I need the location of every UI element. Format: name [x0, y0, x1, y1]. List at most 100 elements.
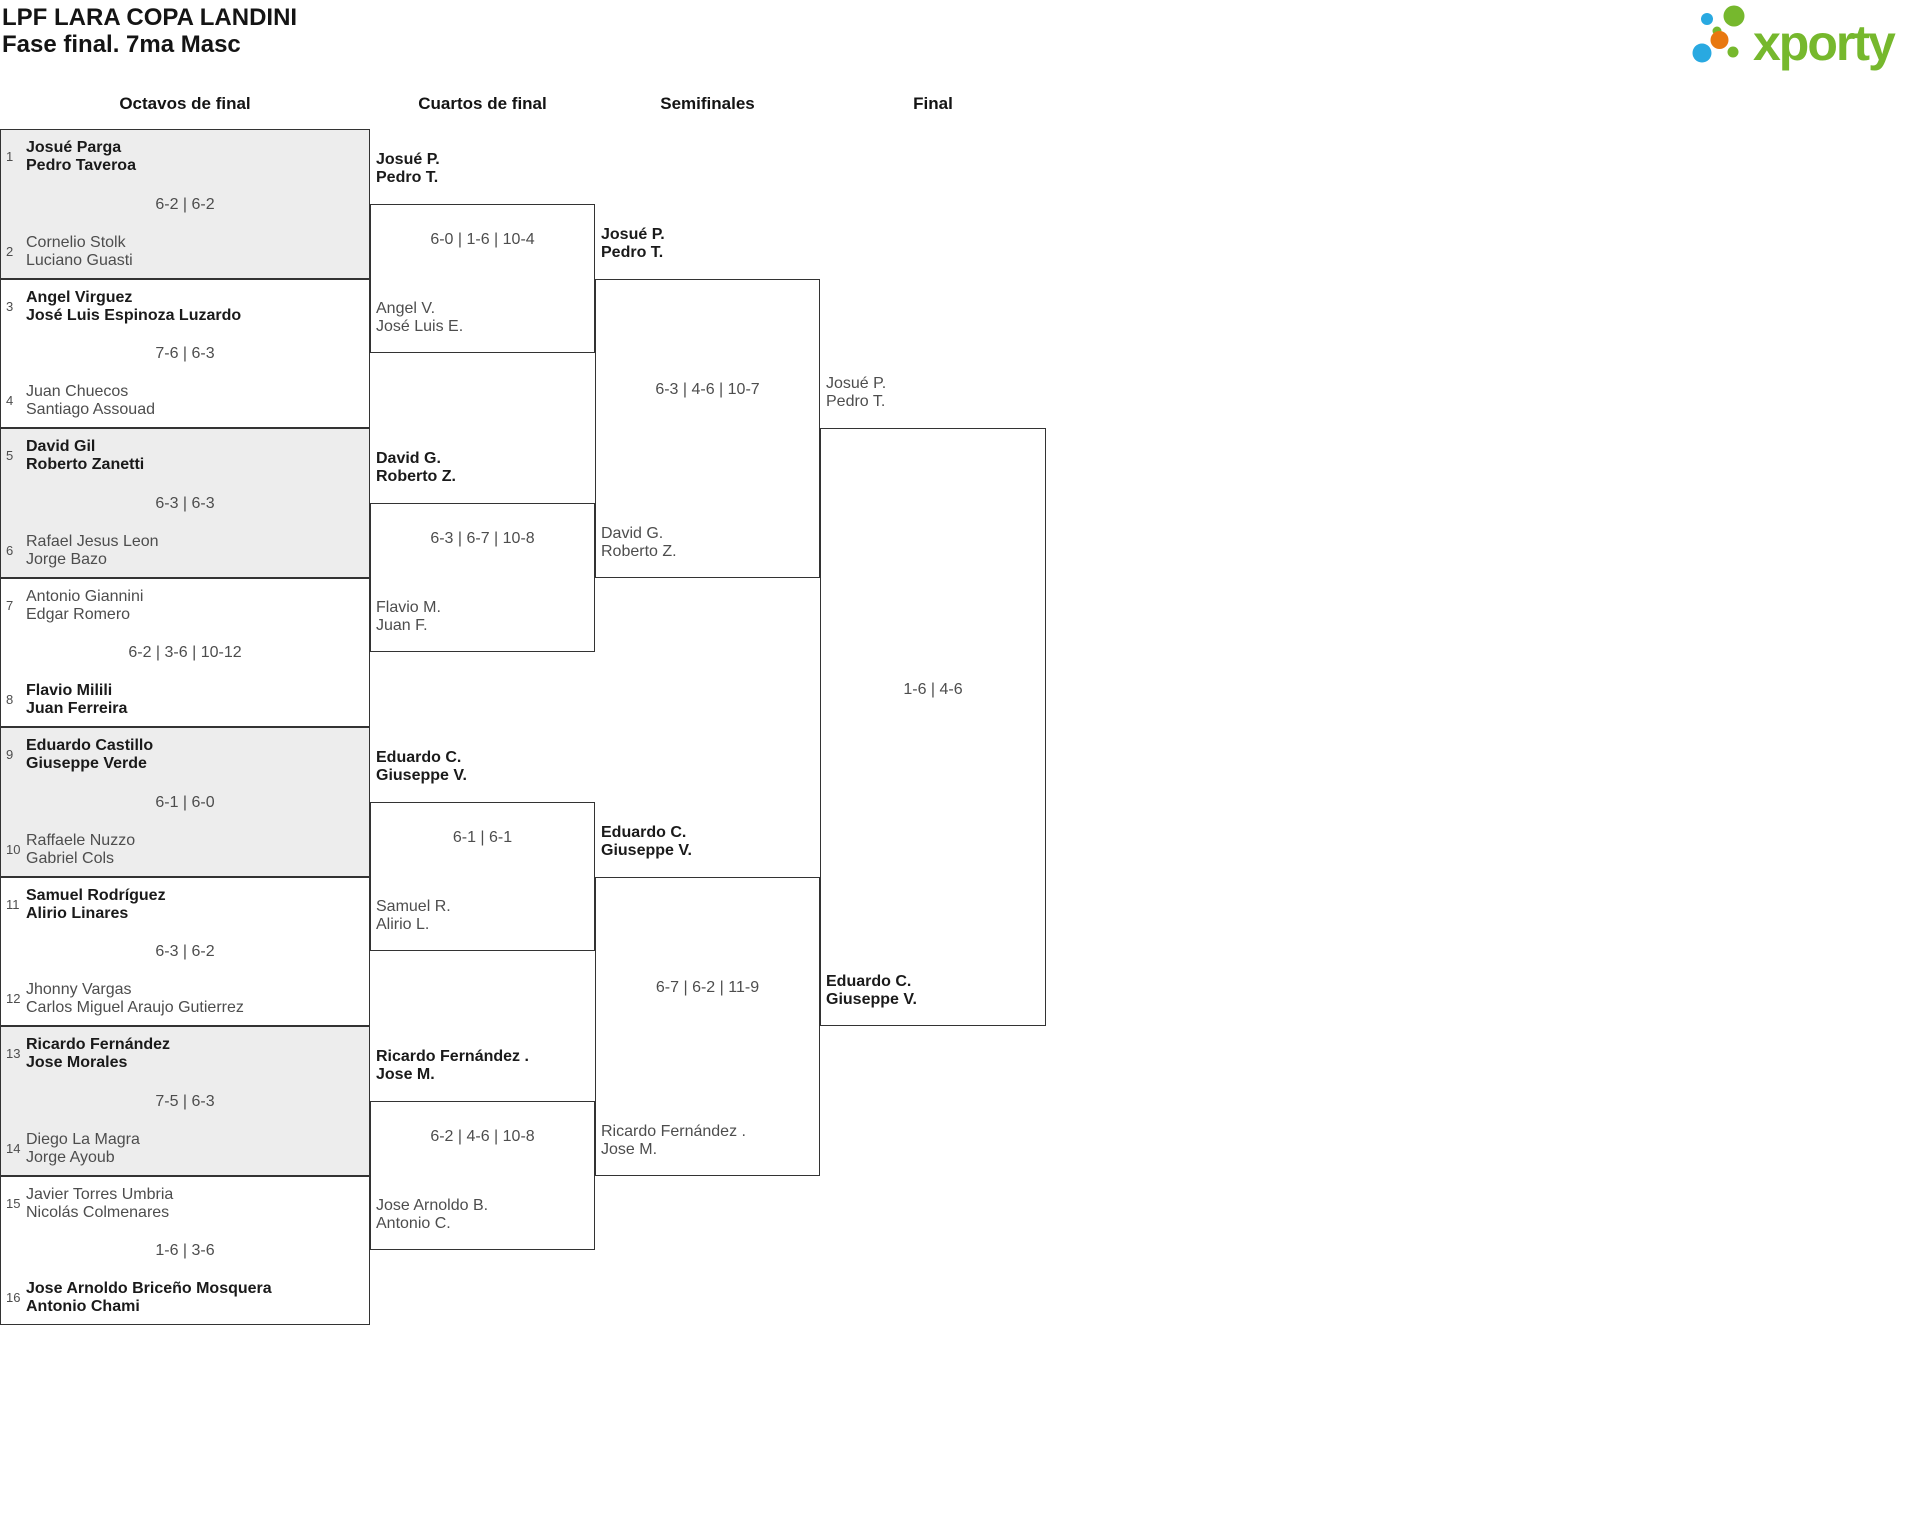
match-score: 6-1 | 6-0: [155, 793, 215, 811]
team-name: Juan F.: [376, 617, 428, 635]
team-name: Roberto Z.: [601, 542, 677, 560]
team-name: Giuseppe V.: [376, 766, 467, 784]
team-name: Flavio M.: [376, 599, 441, 617]
team-name: Angel Virguez: [26, 288, 133, 306]
team-name: Jose Arnoldo B.: [376, 1197, 489, 1215]
team-name: Pedro T.: [826, 393, 886, 410]
team-name: Ricardo Fernández .: [376, 1047, 529, 1065]
team-name: Eduardo C.: [601, 823, 687, 841]
logo-dots-icon: [1692, 5, 1745, 63]
team-name: Josué P.: [601, 225, 665, 243]
team-name: Alirio Linares: [26, 904, 129, 922]
team-name: Roberto Zanetti: [26, 456, 145, 473]
team-name: David G.: [376, 449, 441, 467]
team-pair-top: Josué P.Pedro T.: [826, 375, 886, 411]
team-name: Jorge Bazo: [26, 550, 107, 568]
team-name: Javier Torres Umbria: [26, 1185, 174, 1203]
match-score: 7-5 | 6-3: [155, 1092, 215, 1110]
team-name: Pedro T.: [601, 243, 664, 261]
seed-number: 4: [6, 393, 14, 408]
team-name: Ricardo Fernández: [26, 1036, 171, 1053]
team-name: Juan Ferreira: [26, 700, 128, 717]
team-name: Nicolás Colmenares: [26, 1203, 170, 1221]
team-pair-bottom: Angel V.José Luis E.: [376, 300, 463, 336]
team-pair-top: Josué P.Pedro T.: [601, 226, 665, 262]
seed-number: 8: [6, 692, 14, 707]
match-score: 6-2 | 4-6 | 10-8: [430, 1128, 535, 1146]
team-name: Jhonny Vargas: [26, 981, 132, 998]
team-name: Jose Morales: [26, 1054, 128, 1071]
team-name: Diego La Magra: [26, 1130, 140, 1148]
match-score: 1-6 | 3-6: [155, 1242, 215, 1260]
seed-number: 16: [6, 1290, 21, 1305]
team-name: David Gil: [26, 438, 96, 455]
seed-number: 12: [6, 991, 21, 1006]
match-box: [370, 203, 595, 354]
seed-number: 10: [6, 841, 21, 857]
seed-number: 6: [6, 542, 14, 558]
match-box: [370, 801, 595, 952]
logo-wordmark: xporty: [1753, 15, 1896, 71]
team-name: Jose M.: [601, 1140, 658, 1158]
seed-number: 13: [6, 1046, 21, 1061]
team-name: Josué P.: [826, 375, 887, 392]
match-score: 6-3 | 6-7 | 10-8: [430, 530, 535, 548]
seed-number: 9: [6, 747, 14, 762]
team-name: Luciano Guasti: [26, 251, 133, 269]
team-name: Giuseppe V.: [601, 841, 692, 859]
team-name: Jose M.: [376, 1065, 435, 1083]
team-name: José Luis E.: [376, 318, 464, 336]
team-pair-bottom: Jose Arnoldo B.Antonio C.: [376, 1197, 488, 1233]
team-name: Samuel Rodríguez: [26, 886, 166, 904]
team-pair-bottom: David G.Roberto Z.: [601, 525, 677, 561]
team-pair-bottom: Flavio M.Juan F.: [376, 599, 441, 635]
team-name: Angel V.: [376, 300, 436, 318]
team-name: Eduardo C.: [826, 973, 912, 990]
match-box: [595, 278, 820, 578]
team-name: Pedro Taveroa: [26, 157, 136, 174]
seed-number: 3: [6, 298, 14, 314]
seed-number: 7: [6, 597, 14, 613]
round-header-4: Final: [913, 94, 953, 113]
team-pair-bottom: Samuel R.Alirio L.: [376, 898, 451, 934]
team-name: Cornelio Stolk: [26, 233, 126, 251]
seed-number: 14: [6, 1140, 21, 1156]
team-name: José Luis Espinoza Luzardo: [26, 306, 242, 324]
seed-number: 11: [6, 896, 20, 912]
team-name: Giuseppe V.: [826, 991, 917, 1008]
team-name: Carlos Miguel Araujo Gutierrez: [26, 999, 244, 1016]
team-name: Josué Parga: [26, 139, 122, 156]
team-name: Edgar Romero: [26, 605, 131, 623]
team-pair-bottom: Eduardo C.Giuseppe V.: [826, 973, 917, 1009]
match-box: [370, 502, 595, 653]
match-score: 6-0 | 1-6 | 10-4: [430, 231, 535, 249]
team-name: Eduardo C.: [376, 748, 462, 766]
team-name: Jorge Ayoub: [26, 1148, 115, 1166]
match-score: 6-2 | 3-6 | 10-12: [128, 644, 242, 662]
xporty-logo: xporty: [1692, 5, 1898, 71]
team-name: Antonio Giannini: [26, 587, 144, 605]
team-name: Ricardo Fernández .: [601, 1122, 746, 1140]
match-score: 7-6 | 6-3: [155, 345, 215, 363]
team-name: Juan Chuecos: [26, 383, 129, 400]
